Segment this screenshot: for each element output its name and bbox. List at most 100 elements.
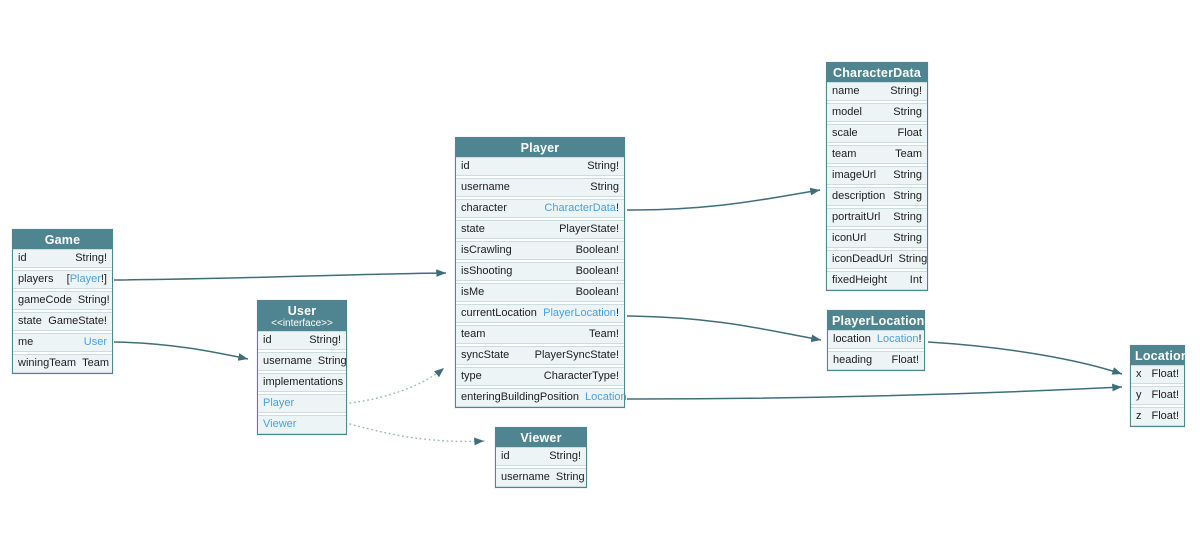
edge-player-character-to-characterdata <box>626 187 821 211</box>
edge-user-viewer-implementation <box>349 423 485 446</box>
field-type[interactable]: CharacterData! <box>544 202 619 214</box>
field-type[interactable]: User <box>83 336 107 348</box>
edge-player-enteringbuildingposition-to-location <box>626 383 1123 400</box>
field-row-team[interactable]: team Team! <box>456 323 624 344</box>
node-title: Game <box>44 233 81 247</box>
field-type[interactable]: PlayerLocation! <box>543 307 619 319</box>
node-player-header[interactable]: Player <box>456 138 624 157</box>
field-row-winingTeam[interactable]: winingTeam Team <box>13 352 112 373</box>
node-title: Viewer <box>520 431 562 445</box>
field-name: enteringBuildingPosition <box>461 391 580 403</box>
field-row-location[interactable]: location Location! <box>828 330 924 349</box>
field-type: Team <box>82 357 109 369</box>
field-name: isCrawling <box>461 244 512 256</box>
field-name[interactable]: Viewer <box>263 418 297 430</box>
node-characterdata-header[interactable]: CharacterData <box>827 63 927 82</box>
field-row-syncState[interactable]: syncState PlayerSyncState! <box>456 344 624 365</box>
field-name: state <box>18 315 42 327</box>
field-type: String! <box>77 294 110 306</box>
field-type: Float! <box>1151 410 1179 422</box>
node-game-header[interactable]: Game <box>13 230 112 249</box>
field-name: id <box>18 252 27 264</box>
field-type: Team! <box>589 328 619 340</box>
field-name: x <box>1136 368 1142 380</box>
field-type[interactable]: [Player!] <box>66 273 107 285</box>
field-type: PlayerSyncState! <box>534 349 619 361</box>
field-row-z[interactable]: z Float! <box>1131 405 1184 426</box>
node-location-header[interactable]: Location <box>1131 346 1188 365</box>
field-row-isCrawling[interactable]: isCrawling Boolean! <box>456 239 624 260</box>
field-type: String <box>893 232 922 244</box>
field-type[interactable]: Location <box>585 391 627 403</box>
field-row-enteringBuildingPosition[interactable]: enteringBuildingPosition Location <box>456 386 627 407</box>
field-name: winingTeam <box>18 357 77 369</box>
field-type[interactable]: Location! <box>876 333 922 345</box>
field-name: syncState <box>461 349 510 361</box>
field-type: Boolean! <box>575 244 619 256</box>
field-row-Viewer[interactable]: Viewer <box>258 413 346 434</box>
field-type: String <box>590 181 619 193</box>
field-name: z <box>1136 410 1142 422</box>
field-type: String <box>555 471 585 483</box>
edge-user-player-implementation <box>349 367 445 404</box>
field-row-implementations[interactable]: implementations <box>258 371 346 392</box>
field-name: team <box>461 328 486 340</box>
field-name: portraitUrl <box>832 211 881 223</box>
field-name: id <box>263 334 272 346</box>
node-title: PlayerLocation <box>832 314 925 328</box>
field-type: String! <box>549 450 581 462</box>
field-name[interactable]: Player <box>263 397 295 409</box>
field-name: state <box>461 223 485 235</box>
node-playerlocation-header[interactable]: PlayerLocation <box>828 311 924 330</box>
field-row-players[interactable]: players [Player!] <box>13 268 112 289</box>
field-type: Team <box>895 148 922 160</box>
field-name: y <box>1136 389 1142 401</box>
field-type: String! <box>890 85 922 97</box>
edge-player-currentlocation-to-playerlocation <box>626 315 822 343</box>
field-name: model <box>832 106 862 118</box>
field-name: heading <box>833 354 873 366</box>
field-type: String! <box>587 160 619 172</box>
field-type: String <box>893 190 922 202</box>
field-name: players <box>18 273 54 285</box>
field-row-model[interactable]: model String <box>827 101 927 122</box>
field-name: location <box>833 333 871 345</box>
field-row-Player[interactable]: Player <box>258 392 346 413</box>
field-type: String <box>893 106 922 118</box>
field-name: isShooting <box>461 265 513 277</box>
node-viewer-header[interactable]: Viewer <box>496 428 586 447</box>
field-name: isMe <box>461 286 485 298</box>
node-user-header[interactable]: User <<interface>> <box>258 301 346 331</box>
